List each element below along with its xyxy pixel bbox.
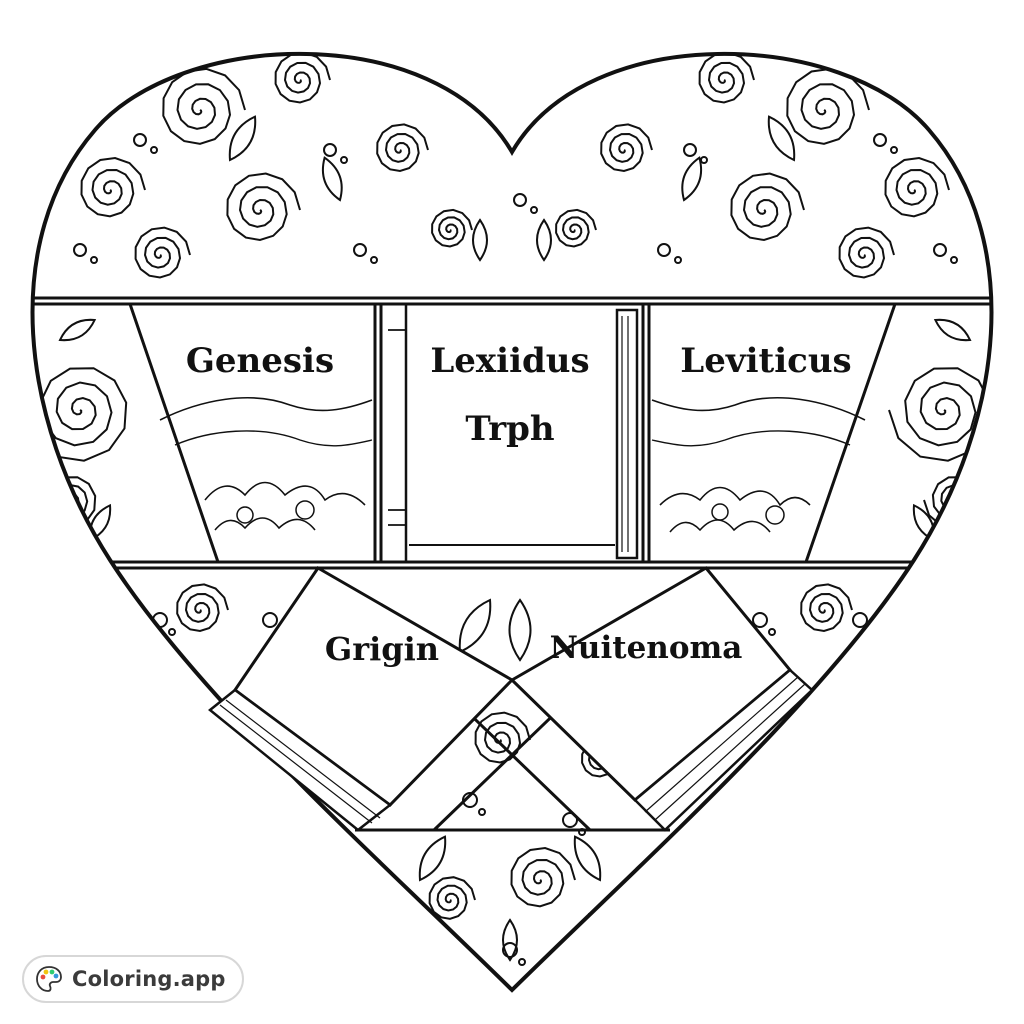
palette-icon: [36, 966, 62, 992]
bubble-ornament: [873, 133, 887, 147]
swirl-ornament: [698, 53, 755, 104]
bubble-ornament: [683, 143, 697, 157]
bubble-ornament: [73, 243, 87, 257]
leaf-ornament: [767, 115, 796, 162]
leaf-ornament: [933, 318, 972, 342]
book-title-grigin: Grigin: [325, 630, 439, 668]
bubble-ornament: [168, 628, 176, 636]
swirl-ornament: [800, 583, 853, 633]
leaf-ornament: [418, 835, 447, 882]
swirl-ornament: [600, 123, 653, 173]
bubble-ornament: [262, 612, 278, 628]
swirl-ornament: [162, 67, 246, 145]
leaf-ornament: [502, 918, 518, 962]
swirl-ornament: [226, 172, 301, 242]
bubble-ornament: [353, 243, 367, 257]
bubble-ornament: [150, 146, 158, 154]
bubble-ornament: [868, 628, 876, 636]
bubble-ornament: [768, 628, 776, 636]
swirl-ornament: [888, 367, 992, 462]
bubble-ornament: [323, 143, 337, 157]
bubble-ornament: [933, 243, 947, 257]
book-panel-grigin: Grigin: [208, 566, 515, 832]
leaf-ornament: [536, 218, 552, 262]
swirl-ornament: [134, 226, 191, 279]
swirl-ornament: [428, 876, 476, 920]
bubble-ornament: [700, 156, 708, 164]
leaf-ornament: [458, 598, 492, 654]
book-panel-leviticus: Leviticus: [647, 302, 898, 564]
bubble-ornament: [562, 812, 578, 828]
leaf-ornament: [573, 835, 602, 882]
leaf-ornament: [228, 115, 257, 162]
bubble-ornament: [513, 193, 527, 207]
swirl-ornament: [80, 156, 146, 218]
swirl-ornament: [510, 846, 576, 908]
swirl-ornament: [555, 208, 597, 248]
bubble-ornament: [530, 206, 538, 214]
bubble-ornament: [133, 133, 147, 147]
book-title-lexiidus: Lexiidus: [430, 341, 589, 381]
swirl-ornament: [838, 226, 895, 279]
leaf-ornament: [508, 598, 532, 662]
bubble-ornament: [752, 612, 768, 628]
swirl-ornament: [274, 53, 331, 104]
bubble-ornament: [890, 146, 898, 154]
bubble-ornament: [674, 256, 682, 264]
book-title-genesis: Genesis: [186, 341, 334, 381]
swirl-ornament: [376, 123, 429, 173]
heart-outline: [30, 52, 994, 993]
bubble-ornament: [852, 612, 868, 628]
bubble-ornament: [518, 958, 526, 966]
leaf-ornament: [472, 218, 488, 262]
ornament-pattern: [32, 53, 992, 966]
book-panel-lexiidus: Lexiidus Trph: [379, 302, 645, 564]
swirl-ornament: [431, 208, 473, 248]
leaf-ornament: [58, 318, 97, 342]
bubble-ornament: [370, 256, 378, 264]
leaf-ornament: [588, 913, 622, 942]
swirl-ornament: [176, 583, 229, 633]
book-title-trph: Trph: [465, 409, 554, 449]
book-title-leviticus: Leviticus: [680, 341, 851, 381]
swirl-ornament: [786, 67, 870, 145]
bubble-ornament: [478, 808, 486, 816]
bubble-ornament: [502, 942, 518, 958]
book-panel-genesis: Genesis: [127, 302, 377, 564]
bubble-ornament: [340, 156, 348, 164]
book-title-nuitenoma: Nuitenoma: [550, 630, 743, 666]
coloring-app-watermark: Coloring.app: [22, 955, 244, 1003]
watermark-label: Coloring.app: [72, 967, 226, 991]
swirl-ornament: [884, 156, 950, 218]
swirl-ornament: [474, 711, 531, 764]
bubble-ornament: [657, 243, 671, 257]
swirl-ornament: [923, 476, 981, 529]
leaf-ornament: [398, 913, 432, 942]
leaf-ornament: [321, 156, 343, 202]
bubble-ornament: [90, 256, 98, 264]
swirl-ornament: [730, 172, 805, 242]
leaf-ornament: [681, 156, 703, 202]
book-panel-nuitenoma: Nuitenoma: [509, 566, 814, 832]
swirl-ornament: [32, 367, 128, 462]
bubble-ornament: [950, 256, 958, 264]
